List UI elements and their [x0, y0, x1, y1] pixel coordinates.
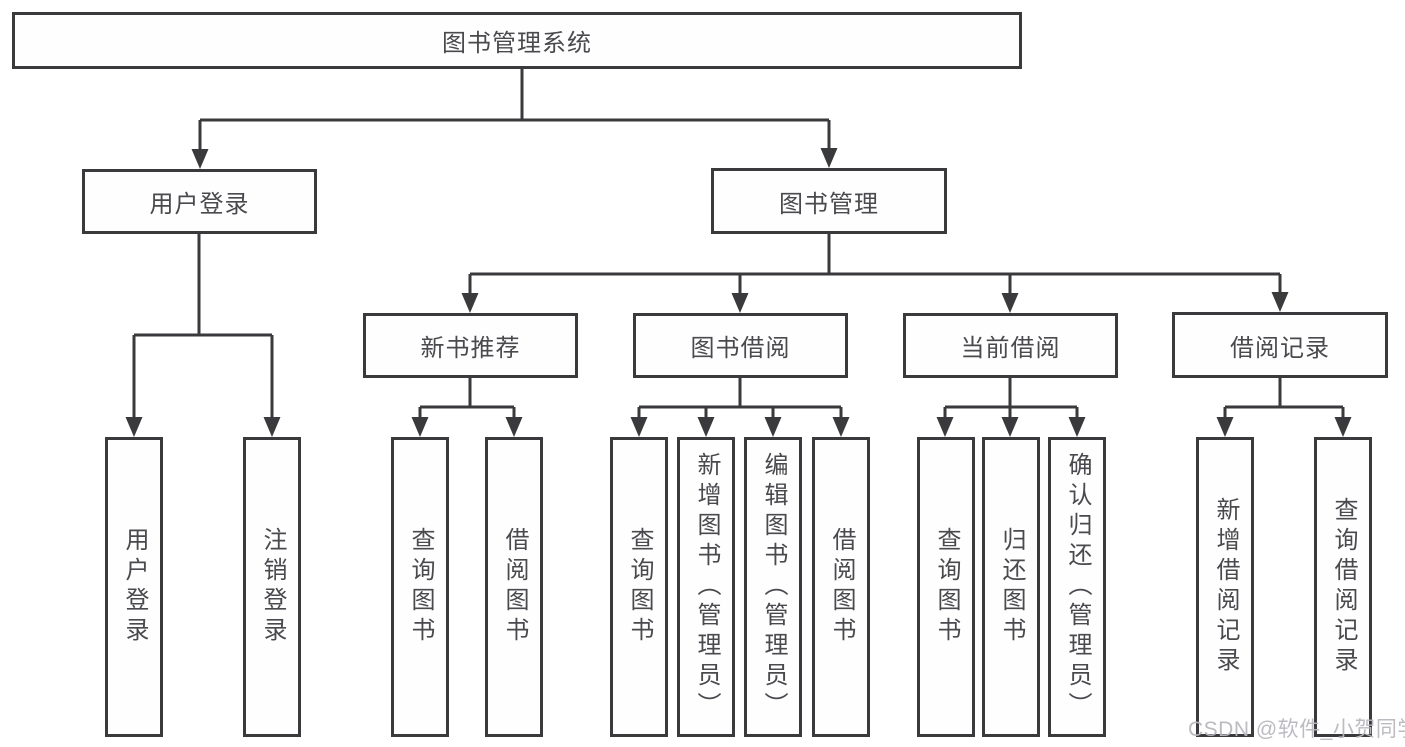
leaf-edit-books-admin-label: 编辑图书（管理员）: [760, 452, 787, 722]
node-user-login-label: 用户登录: [149, 191, 250, 218]
leaf-newbook-borrow-books-label: 借阅图书: [501, 527, 528, 647]
leaf-borrowing-query-books: 查询图书: [610, 437, 668, 737]
arrowheads: [125, 148, 1352, 437]
leaf-current-query-books-label: 查询图书: [933, 527, 960, 647]
node-book-management-label: 图书管理: [779, 190, 879, 218]
node-user-login: 用户登录: [82, 169, 317, 234]
node-book-borrowing-label: 图书借阅: [690, 335, 791, 362]
leaf-borrowing-query-books-label: 查询图书: [626, 527, 653, 647]
node-borrowing-records: 借阅记录: [1172, 312, 1388, 378]
leaf-query-borrow-record: 查询借阅记录: [1314, 437, 1372, 737]
leaf-borrow-books: 借阅图书: [812, 437, 870, 737]
leaf-return-books-label: 归还图书: [998, 527, 1025, 647]
node-current-borrowing: 当前借阅: [903, 313, 1118, 378]
node-new-book-recommend: 新书推荐: [363, 313, 578, 378]
leaf-logout-label: 注销登录: [259, 527, 286, 647]
node-root-label: 图书管理系统: [442, 30, 592, 57]
leaf-add-books-admin-label: 新增图书（管理员）: [693, 452, 720, 722]
leaf-current-query-books: 查询图书: [917, 437, 975, 737]
leaf-query-borrow-record-label: 查询借阅记录: [1330, 497, 1357, 677]
node-new-book-recommend-label: 新书推荐: [420, 335, 521, 362]
node-book-management: 图书管理: [711, 168, 947, 234]
node-book-borrowing: 图书借阅: [633, 313, 848, 378]
leaf-newbook-query-books: 查询图书: [391, 437, 449, 737]
leaf-newbook-borrow-books: 借阅图书: [485, 437, 543, 737]
leaf-add-books-admin: 新增图书（管理员）: [677, 437, 735, 737]
leaf-user-login: 用户登录: [105, 437, 163, 737]
leaf-logout: 注销登录: [243, 437, 301, 737]
node-current-borrowing-label: 当前借阅: [960, 335, 1061, 362]
leaf-borrow-books-label: 借阅图书: [828, 527, 855, 647]
watermark-text: CSDN @软件_小贺同学: [1188, 718, 1405, 741]
node-root: 图书管理系统: [12, 12, 1022, 69]
node-borrowing-records-label: 借阅记录: [1230, 334, 1330, 362]
leaf-add-borrow-record: 新增借阅记录: [1196, 437, 1254, 737]
leaf-confirm-return-admin: 确认归还（管理员）: [1048, 437, 1106, 737]
leaf-newbook-query-books-label: 查询图书: [407, 527, 434, 647]
leaf-edit-books-admin: 编辑图书（管理员）: [744, 437, 802, 737]
leaf-confirm-return-admin-label: 确认归还（管理员）: [1064, 452, 1091, 722]
leaf-add-borrow-record-label: 新增借阅记录: [1212, 497, 1239, 677]
leaf-user-login-label: 用户登录: [121, 527, 148, 647]
leaf-return-books: 归还图书: [982, 437, 1040, 737]
